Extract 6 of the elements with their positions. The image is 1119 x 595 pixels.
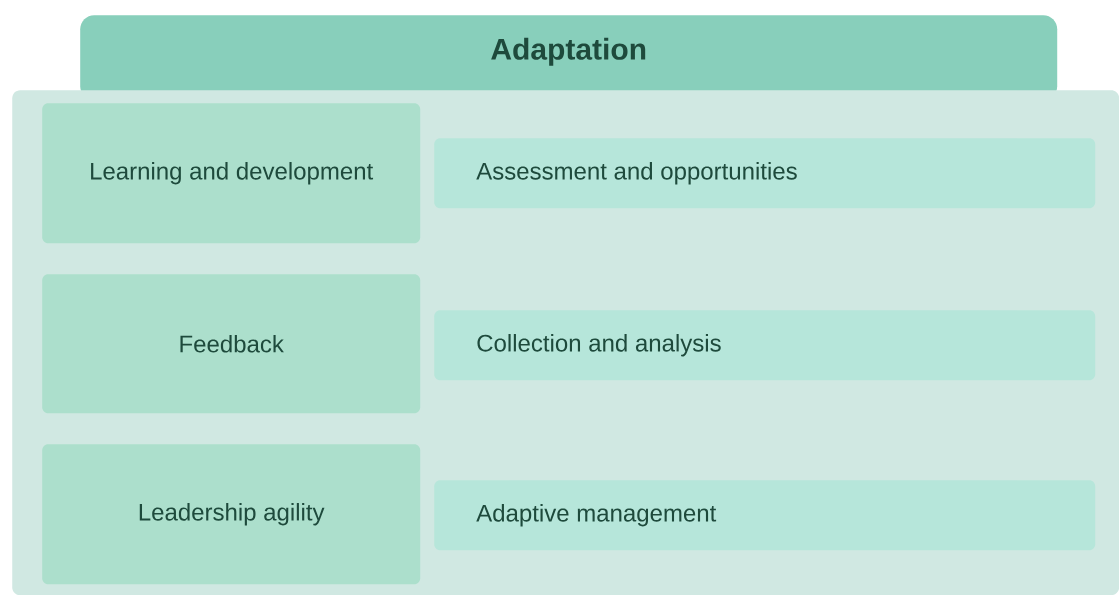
category-box: Learning and development xyxy=(42,103,421,244)
category-box: Feedback xyxy=(42,274,421,414)
detail-box: Adaptive management xyxy=(434,480,1096,551)
detail-box: Collection and analysis xyxy=(434,310,1096,381)
detail-box: Assessment and opportunities xyxy=(434,138,1096,209)
category-box: Leadership agility xyxy=(42,444,421,585)
